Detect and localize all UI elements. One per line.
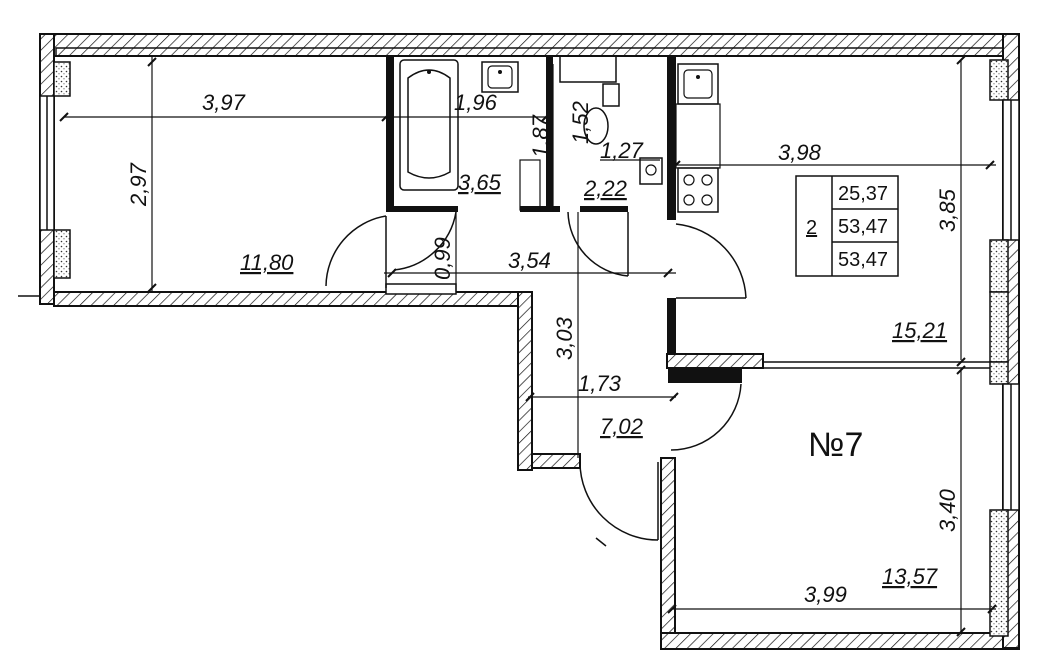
toilet-riser bbox=[519, 159, 541, 211]
stove-icon bbox=[677, 167, 719, 213]
kitchen-counter bbox=[675, 103, 721, 169]
door-entrance bbox=[579, 461, 659, 541]
pier-left-bottom bbox=[53, 229, 71, 279]
kitchen-sink-icon bbox=[677, 63, 719, 105]
toilet-kitchen-partition bbox=[667, 56, 676, 220]
dimension-labels: 3,97 2,97 1,96 1,87 1,52 1,27 3,98 3,85 … bbox=[126, 90, 960, 607]
door-toilet bbox=[567, 211, 629, 277]
hall-left-wall bbox=[517, 291, 533, 471]
fixtures bbox=[399, 59, 721, 213]
dim-hall-depth: 3,03 bbox=[552, 316, 577, 360]
pier-right-4 bbox=[989, 361, 1009, 385]
pier-left-top bbox=[53, 61, 71, 97]
dim-bath-depth: 1,87 bbox=[528, 114, 553, 158]
door-bedroom bbox=[670, 383, 742, 451]
living-bath-partition bbox=[386, 56, 394, 212]
toilet-icon bbox=[583, 83, 620, 145]
dim-bedroom-width: 3,99 bbox=[804, 582, 847, 607]
dim-hall-width: 1,73 bbox=[578, 371, 622, 396]
dim-bedroom-depth: 3,40 bbox=[935, 488, 960, 532]
area-bathroom: 3,65 bbox=[458, 170, 502, 195]
dim-kitchen-depth: 3,85 bbox=[935, 188, 960, 232]
area-table: 2 25,37 53,47 53,47 bbox=[795, 175, 899, 277]
living-bottom-wall bbox=[53, 291, 533, 307]
dim-corridor-width: 0,99 bbox=[430, 237, 455, 280]
door-bath bbox=[393, 211, 457, 271]
pier-right-3 bbox=[989, 291, 1009, 363]
dim-bath-width: 1,96 bbox=[454, 90, 498, 115]
toilet-sink-icon bbox=[639, 157, 663, 185]
hall-bottom-stub bbox=[531, 453, 581, 469]
dim-living-width: 3,97 bbox=[202, 90, 246, 115]
living-area-value: 25,37 bbox=[838, 183, 888, 205]
bath-toilet-partition bbox=[546, 56, 553, 212]
area-living-room: 11,80 bbox=[240, 250, 294, 275]
door-living bbox=[325, 215, 387, 287]
utility-shaft bbox=[559, 55, 617, 83]
interior-walls bbox=[385, 55, 990, 383]
kitchen-left-lower bbox=[667, 298, 676, 360]
total-area-value: 53,47 bbox=[838, 216, 888, 238]
dim-toilet-depth: 1,52 bbox=[568, 101, 593, 144]
door-kitchen bbox=[675, 223, 747, 299]
windows bbox=[18, 59, 1020, 637]
pier-right-2 bbox=[989, 239, 1009, 293]
kitchen-bedroom-partition bbox=[666, 353, 764, 369]
area-toilet: 2,22 bbox=[583, 176, 627, 201]
dim-toilet-width: 1,27 bbox=[600, 138, 644, 163]
bedroom-stub bbox=[668, 367, 742, 383]
bedroom-left-wall bbox=[660, 457, 676, 649]
dim-kitchen-width: 3,98 bbox=[778, 140, 822, 165]
wall-end-stub bbox=[385, 283, 457, 295]
pier-right-1 bbox=[989, 59, 1009, 101]
toilet-bottom-wall bbox=[580, 206, 628, 212]
pier-right-5 bbox=[989, 509, 1009, 637]
door-swings bbox=[325, 211, 747, 547]
bottom-wall bbox=[660, 632, 1020, 650]
dim-living-depth: 2,97 bbox=[126, 162, 151, 207]
room-count: 2 bbox=[806, 217, 817, 239]
bathtub-icon bbox=[399, 59, 459, 191]
room-area-labels: 11,80 3,65 2,22 15,21 7,02 13,57 bbox=[240, 170, 947, 589]
top-wall bbox=[39, 33, 1020, 57]
area-bedroom: 13,57 bbox=[882, 564, 938, 589]
area-hallway: 7,02 bbox=[600, 414, 643, 439]
area-kitchen-living: 15,21 bbox=[892, 318, 947, 343]
dim-corridor-length: 3,54 bbox=[508, 248, 551, 273]
apartment-number: №7 bbox=[808, 426, 863, 464]
bath-bottom-wall bbox=[386, 206, 458, 212]
total-area-with-balcony-value: 53,47 bbox=[838, 249, 888, 271]
dimension-lines bbox=[59, 55, 997, 637]
bathroom-sink-icon bbox=[481, 61, 519, 93]
